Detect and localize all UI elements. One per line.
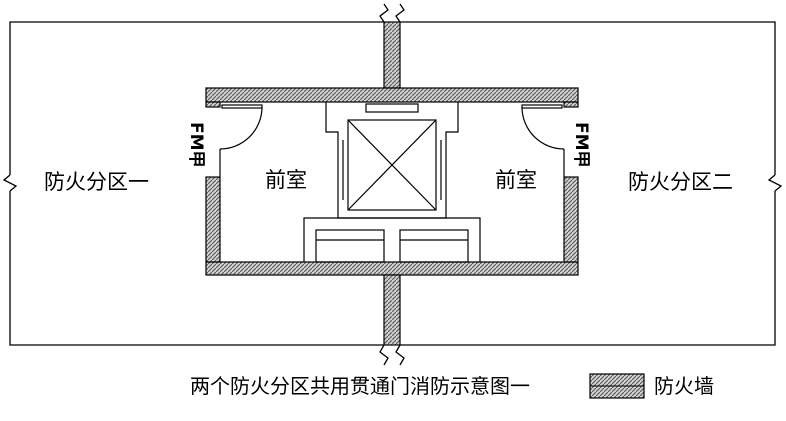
elevator-car (347, 119, 437, 211)
diagram-caption: 两个防火分区共用贯通门消防示意图一 (190, 374, 530, 398)
door-right-label: FM甲 (571, 122, 591, 168)
door-right-fm (521, 104, 565, 177)
break-marks (2, 3, 783, 366)
wall-left-upper (205, 101, 221, 108)
wall-right-upper (563, 101, 579, 108)
wall-right-lower (563, 176, 579, 263)
wall-top (205, 87, 579, 103)
fire-walls (205, 21, 579, 346)
legend-swatch (589, 373, 645, 399)
elevator-core (303, 102, 481, 263)
wall-left-lower (205, 176, 221, 263)
building-outline (9, 21, 776, 346)
counterweight (365, 103, 419, 113)
door-left-label: FM甲 (186, 122, 206, 168)
door-left-fm (219, 104, 263, 177)
anteroom-right-label: 前室 (495, 168, 537, 192)
anteroom-left-label: 前室 (265, 168, 307, 192)
wall-divider-bottom (383, 274, 401, 346)
wall-divider-top (383, 21, 401, 89)
zone-right-label: 防火分区二 (628, 170, 733, 194)
wall-bottom (205, 261, 579, 276)
legend-label: 防火墙 (654, 374, 714, 398)
zone-left-label: 防火分区一 (44, 170, 149, 194)
